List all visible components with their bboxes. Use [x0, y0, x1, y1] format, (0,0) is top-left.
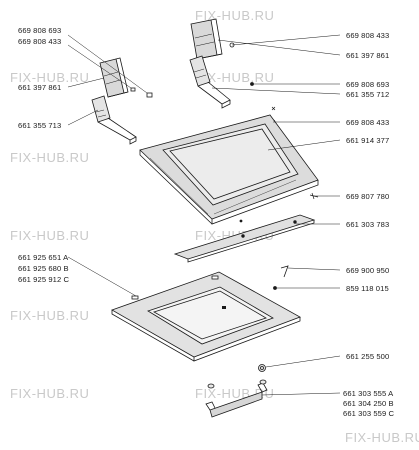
- part-number-label: 661 397 861: [346, 51, 390, 60]
- watermark: FIX-HUB.RU: [10, 308, 90, 323]
- part-number-label: 661 303 559 C: [343, 409, 395, 418]
- part-number-label: 669 808 433: [346, 31, 390, 40]
- part-number-label: 859 118 015: [346, 284, 389, 293]
- part-number-label: 661 914 377: [346, 136, 390, 145]
- part-number-label: 669 808 693: [346, 80, 390, 89]
- part-number-label: 669 900 950: [346, 266, 390, 275]
- door-handle: [205, 379, 268, 418]
- part-number-label: 661 304 250 B: [343, 399, 394, 408]
- part-number-label: 661 397 861: [18, 83, 62, 92]
- watermark: FIX-HUB.RU: [10, 150, 90, 165]
- part-number-label: 661 255 500: [346, 352, 390, 361]
- bumper: [258, 364, 266, 372]
- part-number-label: 661 925 651 A: [18, 253, 69, 262]
- spacer: [273, 286, 277, 290]
- clip: [280, 265, 289, 278]
- part-number-label: 669 808 433: [18, 37, 62, 46]
- left-hinge-lower: [91, 95, 137, 145]
- part-number-label: 669 807 780: [346, 192, 390, 201]
- part-number-label: 661 303 555 A: [343, 389, 394, 398]
- handle-strip: [173, 214, 316, 263]
- part-number-label: 661 355 713: [18, 121, 62, 130]
- outer-door-glass: [111, 271, 301, 362]
- part-number-label: 661 925 912 C: [18, 275, 70, 284]
- screw-left-b: [130, 87, 136, 92]
- part-number-label: 669 808 433: [346, 118, 390, 127]
- screw-right-d: [271, 106, 276, 111]
- watermark: FIX-HUB.RU: [345, 430, 419, 445]
- watermark: FIX-HUB.RU: [195, 70, 275, 85]
- right-hinge-lower: [189, 55, 231, 109]
- screw-left-a: [146, 92, 153, 98]
- inner-door-panel: [139, 114, 319, 225]
- part-number-label: 661 925 680 B: [18, 264, 69, 273]
- part-number-label: 669 808 693: [18, 26, 62, 35]
- watermark: FIX-HUB.RU: [10, 386, 90, 401]
- part-number-label: 661 355 712: [346, 90, 390, 99]
- left-hinge-upper: [99, 57, 129, 98]
- part-number-label: 661 303 783: [346, 220, 390, 229]
- watermark: FIX-HUB.RU: [10, 228, 90, 243]
- right-hinge-upper: [190, 18, 223, 60]
- watermark: FIX-HUB.RU: [10, 70, 90, 85]
